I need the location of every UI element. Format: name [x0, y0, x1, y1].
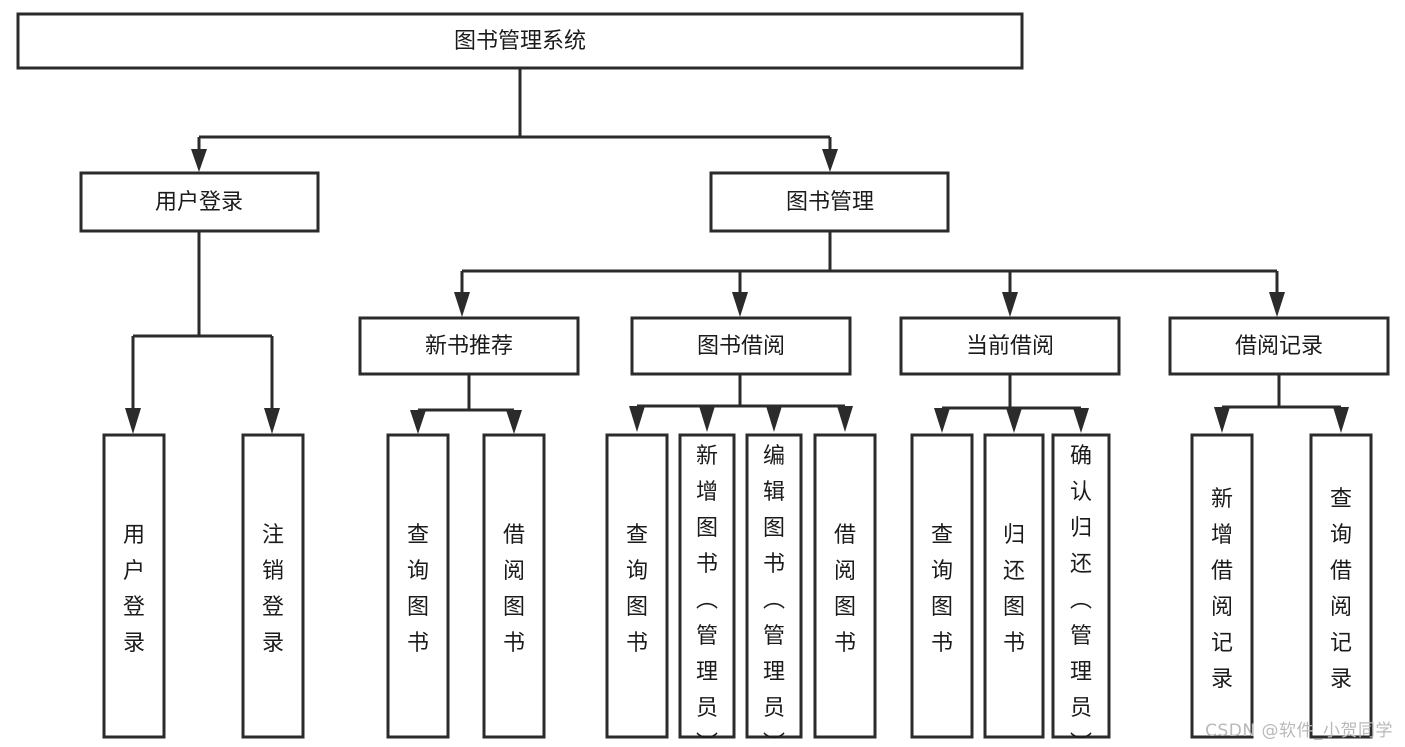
arrowhead-leaf-2	[264, 408, 280, 434]
current-borrow-box[interactable]	[899, 316, 1121, 376]
leaf-label: 借阅图书	[834, 523, 856, 656]
leaf-node[interactable]: 注销登录	[241, 433, 305, 739]
arrowhead-leaf-10	[1006, 408, 1022, 433]
leaf-label: 注销登录	[262, 523, 284, 656]
leaf-node[interactable]: 查询图书	[605, 433, 669, 739]
leaf-box[interactable]	[745, 433, 803, 739]
leaf-box[interactable]	[605, 433, 669, 739]
leaf-node-layer: 用户登录 注销登录 查询图书 借阅图书 查询图书 新增图书︵管理员︶ 编辑图书︵管理员︶ 借阅…	[102, 433, 1373, 747]
user-login-box[interactable]	[79, 171, 320, 233]
arrowhead-user-login	[191, 149, 207, 172]
new-book-recommend-label: 新书推荐	[425, 334, 513, 359]
leaf-node[interactable]: 归还图书	[983, 433, 1045, 739]
leaf-node[interactable]: 查询图书	[910, 433, 974, 739]
leaf-label: 借阅图书	[503, 523, 525, 656]
leaf-box[interactable]	[678, 433, 736, 739]
leaf-label: 查询借阅记录	[1330, 487, 1352, 692]
arrowhead-leaf-8	[837, 406, 853, 432]
arrowhead-leaf-6	[699, 406, 715, 432]
leaf-label: 用户登录	[123, 523, 145, 656]
leaf-node[interactable]: 查询图书	[386, 433, 450, 739]
connector-layer	[125, 68, 1349, 434]
leaf-box[interactable]	[813, 433, 877, 739]
book-borrow-label: 图书借阅	[697, 334, 785, 359]
leaf-node[interactable]: 借阅图书	[482, 433, 546, 739]
leaf-box[interactable]	[102, 433, 166, 739]
leaf-label: 归还图书	[1003, 523, 1025, 656]
leaf-label: 查询图书	[407, 523, 429, 656]
csdn-watermark: CSDN @软件_小贺同学	[1205, 721, 1393, 741]
arrowhead-level3-2	[732, 292, 748, 317]
leaf-label: 新增借阅记录	[1211, 487, 1233, 692]
leaf-node[interactable]: 编辑图书︵管理员︶	[745, 433, 803, 747]
node-root[interactable]: 图书管理系统	[16, 12, 1024, 70]
leaf-node[interactable]: 用户登录	[102, 433, 166, 739]
node-user-login[interactable]: 用户登录	[79, 171, 320, 233]
current-borrow-label: 当前借阅	[966, 334, 1054, 359]
leaf-node[interactable]: 新增图书︵管理员︶	[678, 433, 736, 747]
node-current-borrow[interactable]: 当前借阅	[899, 316, 1121, 376]
leaf-node[interactable]: 确认归还︵管理员︶	[1051, 433, 1111, 747]
arrowhead-leaf-7	[766, 406, 782, 432]
root-box[interactable]	[16, 12, 1024, 70]
leaf-node[interactable]: 查询借阅记录	[1309, 433, 1373, 739]
leaf-box[interactable]	[910, 433, 974, 739]
root-label: 图书管理系统	[454, 29, 586, 54]
leaf-label: 查询图书	[626, 523, 648, 656]
arrowhead-level3-1	[454, 292, 470, 317]
arrowhead-level3-4	[1269, 292, 1285, 317]
arrowhead-leaf-5	[629, 406, 645, 432]
leaf-node[interactable]: 借阅图书	[813, 433, 877, 739]
node-book-management[interactable]: 图书管理	[709, 171, 950, 233]
leaf-box[interactable]	[1051, 433, 1111, 739]
arrowhead-level3-3	[1002, 292, 1018, 317]
leaf-label: 编辑图书︵管理员︶	[763, 444, 785, 747]
leaf-box[interactable]	[983, 433, 1045, 739]
node-borrow-record[interactable]: 借阅记录	[1168, 316, 1390, 376]
arrowhead-leaf-13	[1333, 407, 1349, 433]
book-management-box[interactable]	[709, 171, 950, 233]
leaf-box[interactable]	[482, 433, 546, 739]
borrow-record-box[interactable]	[1168, 316, 1390, 376]
arrowhead-leaf-11	[1073, 408, 1089, 433]
borrow-record-label: 借阅记录	[1235, 334, 1323, 359]
arrowhead-leaf-1	[125, 408, 141, 434]
leaf-label: 确认归还︵管理员︶	[1070, 444, 1092, 747]
arrowhead-leaf-9	[934, 408, 950, 433]
arrowhead-book-manage	[822, 149, 838, 172]
leaf-node[interactable]: 新增借阅记录	[1190, 433, 1254, 739]
book-borrow-box[interactable]	[630, 316, 852, 376]
node-new-book-recommend[interactable]: 新书推荐	[358, 316, 580, 376]
user-login-label: 用户登录	[155, 190, 243, 215]
arrowhead-leaf-3	[410, 410, 426, 434]
new-book-recommend-box[interactable]	[358, 316, 580, 376]
node-book-borrow[interactable]: 图书借阅	[630, 316, 852, 376]
arrowhead-leaf-12	[1214, 407, 1230, 433]
leaf-label: 新增图书︵管理员︶	[696, 444, 718, 747]
arrowhead-leaf-4	[506, 410, 522, 434]
leaf-box[interactable]	[386, 433, 450, 739]
leaf-label: 查询图书	[931, 523, 953, 656]
leaf-box[interactable]	[241, 433, 305, 739]
leaf-box[interactable]	[1190, 433, 1254, 739]
leaf-box[interactable]	[1309, 433, 1373, 739]
book-management-label: 图书管理	[786, 190, 874, 215]
